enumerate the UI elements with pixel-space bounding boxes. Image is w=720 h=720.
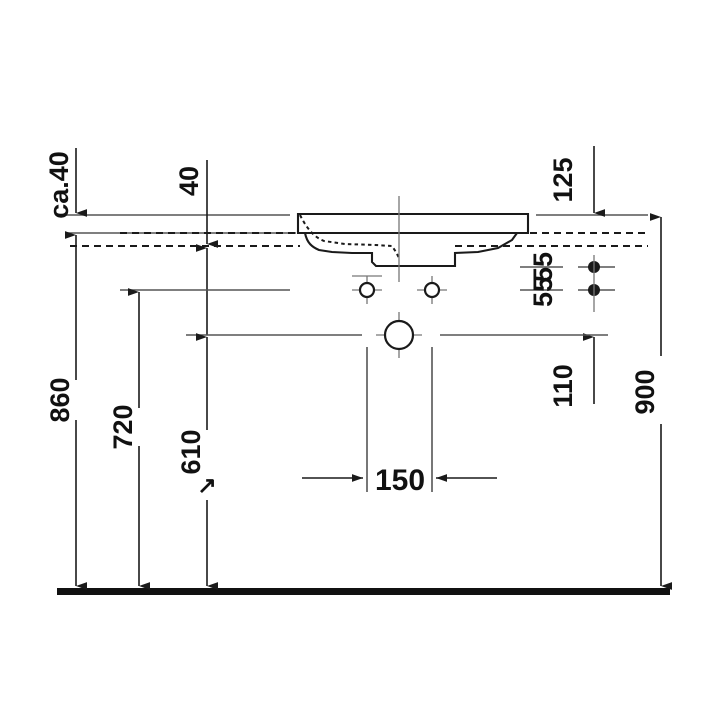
dim-900-label: 900: [630, 369, 660, 414]
tap-hole-right: [423, 281, 441, 299]
dim-720-label: 720: [108, 404, 138, 449]
dim-150-label: 150: [375, 464, 425, 497]
dim-ca40-group: ca.40: [44, 148, 87, 219]
dim-55-upper-label: 55: [528, 252, 558, 282]
dim-ca40-label: ca.40: [44, 151, 74, 219]
dim-55-upper-group: 55: [520, 252, 615, 282]
dim-55-lower-label: 55: [528, 277, 558, 307]
dim-40-group: 40: [174, 160, 218, 335]
dim-720-group: 720: [108, 288, 290, 590]
basin-bowl-hidden-edge: [299, 214, 400, 259]
hidden-reference-dashes-group: [70, 232, 648, 247]
dim-110-group: 110: [548, 333, 595, 408]
dim-900-group: 900: [630, 213, 672, 590]
dim-610-arrow-symbol: ↗: [197, 472, 216, 498]
waste-outlet-hole: [383, 319, 415, 351]
dim-860-label: 860: [45, 377, 75, 422]
dim-110-label: 110: [548, 364, 578, 408]
dim-40-label: 40: [174, 166, 204, 196]
dim-55-lower-group: 55: [520, 255, 615, 312]
basin-bowl-outline: [303, 232, 518, 268]
holes-group: [358, 281, 441, 351]
dim-610-group: 610 ↗: [176, 333, 608, 590]
dim-125-label: 125: [548, 157, 578, 202]
basin-profile-group: [296, 212, 530, 268]
reference-lines-group: [66, 214, 648, 234]
floor-line-group: [57, 588, 670, 595]
dim-610-label: 610: [176, 429, 206, 474]
floor-line: [57, 588, 670, 595]
dim-860-group: 860: [45, 231, 87, 590]
dim-125-group: 125: [548, 146, 605, 217]
basin-rim-slab: [296, 212, 530, 235]
tap-hole-left: [358, 281, 376, 299]
dim-150-group: 150: [302, 347, 497, 497]
